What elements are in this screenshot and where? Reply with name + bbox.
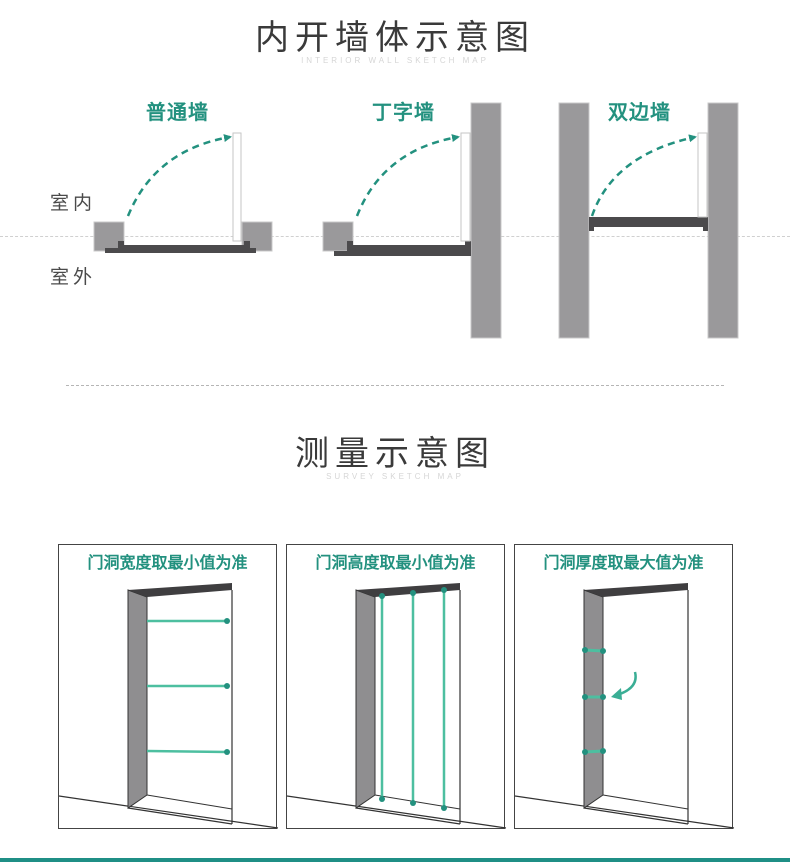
door-thickness-illustration [514, 583, 735, 829]
t-wall-diagram [322, 102, 502, 339]
measure-panel-height: 门洞高度取最小值为准 [286, 544, 507, 829]
section-title-survey: 测量示意图 [295, 434, 495, 474]
normal-wall-diagram [93, 132, 273, 253]
label-indoor: 室内 [50, 192, 97, 214]
panel-caption-width: 门洞宽度取最小值为准 [87, 553, 248, 572]
panel-caption-height: 门洞高度取最小值为准 [315, 553, 476, 572]
panel-caption-thickness: 门洞厚度取最大值为准 [543, 553, 704, 572]
measure-panel-width: 门洞宽度取最小值为准 [58, 544, 279, 829]
double-wall-diagram [558, 102, 739, 339]
wall-type-label-double-wall: 双边墙 [608, 100, 671, 124]
section-subtitle-survey: SURVEY SKETCH MAP [326, 472, 464, 481]
wall-type-label-normal: 普通墙 [146, 100, 209, 124]
measure-panel-thickness: 门洞厚度取最大值为准 [514, 544, 735, 829]
section-subtitle-interior-wall: INTERIOR WALL SKETCH MAP [301, 56, 489, 65]
bottom-accent-bar [0, 858, 790, 862]
wall-type-label-t-wall: 丁字墙 [372, 100, 435, 124]
door-width-illustration [58, 583, 279, 829]
section-divider [66, 385, 724, 386]
door-height-illustration [286, 583, 507, 829]
label-outdoor: 室外 [50, 266, 97, 288]
section-title-interior-wall: 内开墙体示意图 [255, 18, 535, 58]
floor-reference-line [0, 236, 790, 237]
